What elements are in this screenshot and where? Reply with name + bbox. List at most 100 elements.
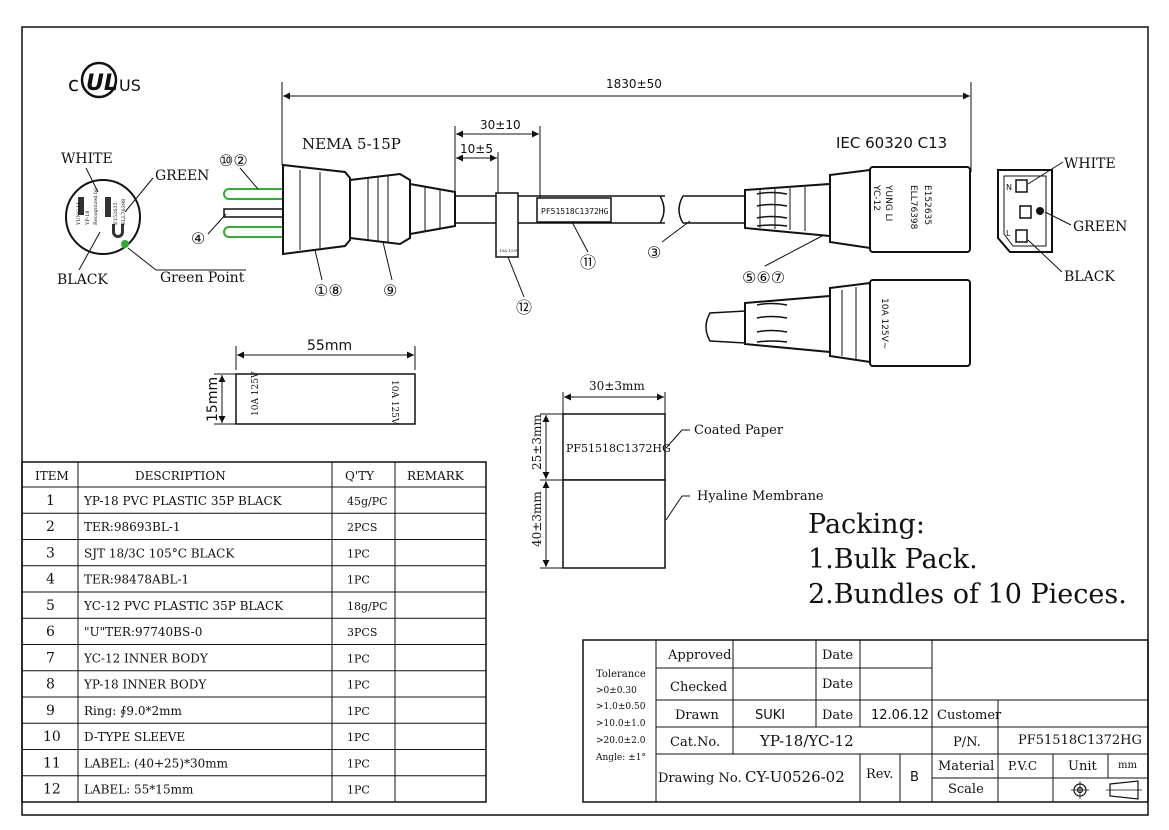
bom-cell-item: 2 bbox=[46, 519, 55, 535]
bom-cell-qty: 1PC bbox=[347, 731, 370, 744]
bom-cell-qty: 1PC bbox=[347, 705, 370, 718]
svg-text:E152635: E152635 bbox=[113, 202, 119, 225]
bom-cell-qty: 1PC bbox=[347, 784, 370, 797]
bom-cell-item: 7 bbox=[46, 650, 55, 666]
callout-11: ⑪ bbox=[580, 253, 596, 272]
label-55-height: 15mm bbox=[205, 377, 221, 422]
bom-cell-description: TER:98693BL-1 bbox=[84, 520, 181, 534]
svg-text:YUNG LI: YUNG LI bbox=[883, 184, 893, 221]
label-30-pn-text: PF51518C1372HG bbox=[566, 442, 671, 455]
checked-label: Checked bbox=[670, 680, 727, 695]
bom-header-item: ITEM bbox=[35, 469, 69, 483]
svg-text:E152635: E152635 bbox=[922, 185, 932, 225]
unit-value: mm bbox=[1118, 760, 1137, 771]
label-30-width: 30±3mm bbox=[589, 379, 645, 393]
svg-text:ELL76398: ELL76398 bbox=[121, 199, 127, 225]
bom-cell-item: 5 bbox=[46, 598, 55, 614]
connector-rating-text: 10A 125V~ bbox=[879, 298, 889, 349]
bom-cell-description: D-TYPE SLEEVE bbox=[84, 730, 185, 744]
tolerance-title: Tolerance bbox=[596, 669, 646, 680]
packing-item-2: 2.Bundles of 10 Pieces. bbox=[808, 579, 1127, 610]
callout-4: ④ bbox=[191, 229, 205, 248]
dimension-lines: 1830±50 30±10 10±5 bbox=[281, 77, 972, 198]
bom-cell-description: YC-12 PVC PLASTIC 35P BLACK bbox=[83, 599, 284, 613]
bom-cell-qty: 1PC bbox=[347, 679, 370, 692]
bom-cell-item: 9 bbox=[46, 703, 55, 719]
plug-callouts: ⑩② ④ ①⑧ ⑨ ⑪ ⑫ ③ ⑤⑥⑦ bbox=[191, 151, 823, 317]
svg-text:N: N bbox=[1006, 183, 1012, 192]
connector-green-label: GREEN bbox=[1073, 219, 1127, 235]
drawn-date-value: 12.06.12 bbox=[871, 708, 929, 723]
bom-cell-item: 10 bbox=[43, 729, 61, 745]
unit-label: Unit bbox=[1068, 759, 1097, 774]
connector-white-label: WHITE bbox=[1064, 156, 1116, 172]
svg-text:Recognized by: Recognized by bbox=[93, 188, 99, 225]
drawing-no-label: Drawing No. bbox=[658, 771, 742, 786]
scale-label: Scale bbox=[948, 782, 984, 797]
bom-cell-qty: 1PC bbox=[347, 652, 370, 665]
drawn-by-value: SUKI bbox=[755, 708, 785, 723]
bom-cell-qty: 1PC bbox=[347, 757, 370, 770]
ul-certification-logo: c UL US bbox=[68, 61, 141, 99]
bom-cell-description: Ring: ∮9.0*2mm bbox=[84, 704, 182, 718]
material-value: P.V.C bbox=[1008, 759, 1037, 773]
bom-cell-item: 6 bbox=[46, 624, 55, 640]
bom-cell-description: YP-18 INNER BODY bbox=[83, 678, 207, 692]
plug-ground-pin bbox=[112, 224, 124, 238]
bom-cell-description: SJT 18/3C 105°C BLACK bbox=[84, 546, 235, 560]
connector-black-label: BLACK bbox=[1064, 269, 1115, 285]
svg-text:YUNG LI: YUNG LI bbox=[76, 202, 82, 226]
svg-text:10A 125V: 10A 125V bbox=[499, 248, 519, 253]
packing-item-1: 1.Bulk Pack. bbox=[808, 544, 978, 575]
svg-text:L: L bbox=[1006, 229, 1011, 238]
cat-no-value: YP-18/YC-12 bbox=[759, 732, 854, 750]
bom-cell-item: 3 bbox=[46, 545, 55, 561]
svg-text:>1.0±0.50: >1.0±0.50 bbox=[596, 702, 646, 712]
projection-symbol-icon bbox=[1071, 780, 1142, 800]
bom-cell-item: 12 bbox=[43, 782, 61, 798]
svg-text:Date: Date bbox=[822, 677, 853, 692]
label-30-height-top: 25±3mm bbox=[530, 414, 544, 470]
plug-face-view: YUNG LI YP-18 Recognized by E152635 ELL7… bbox=[57, 151, 246, 288]
bom-cell-description: LABEL: (40+25)*30mm bbox=[84, 756, 229, 770]
bom-cell-description: YC-12 INNER BODY bbox=[83, 651, 209, 665]
packing-notes: Packing: 1.Bulk Pack. 2.Bundles of 10 Pi… bbox=[808, 509, 1127, 610]
svg-text:Date: Date bbox=[822, 648, 853, 663]
cable-pn-label-text: PF51518C1372HG bbox=[541, 207, 609, 216]
plug-blade-black bbox=[105, 197, 111, 217]
bom-cell-description: YP-18 PVC PLASTIC 35P BLACK bbox=[83, 494, 283, 508]
green-point-dot bbox=[121, 240, 129, 248]
svg-text:Date: Date bbox=[822, 708, 853, 723]
bom-cell-qty: 1PC bbox=[347, 574, 370, 587]
green-point-label: Green Point bbox=[160, 270, 245, 286]
hyaline-membrane-note: Hyaline Membrane bbox=[697, 489, 824, 504]
svg-text:10A 125V: 10A 125V bbox=[251, 371, 261, 416]
callout-9: ⑨ bbox=[383, 281, 397, 300]
bom-cell-qty: 3PCS bbox=[347, 626, 377, 639]
bom-cell-item: 1 bbox=[46, 493, 55, 509]
label-30-height-bottom: 40±3mm bbox=[530, 491, 544, 547]
plug-blade-white bbox=[78, 197, 84, 215]
label-55-width: 55mm bbox=[307, 338, 352, 354]
bom-cell-description: "U"TER:97740BS-0 bbox=[84, 625, 202, 639]
title-block: Tolerance >0±0.30 >1.0±0.50 >10.0±1.0 >2… bbox=[582, 639, 1149, 803]
bom-cell-description: LABEL: 55*15mm bbox=[84, 783, 194, 797]
dim-label-gap: 10±5 bbox=[460, 142, 493, 156]
pn-label: P/N. bbox=[953, 735, 981, 750]
connector-type-title: IEC 60320 C13 bbox=[836, 134, 947, 152]
plug-black-label: BLACK bbox=[57, 272, 108, 288]
coated-paper-note: Coated Paper bbox=[694, 423, 784, 438]
sheet-border bbox=[21, 26, 1149, 816]
svg-text:YC-12: YC-12 bbox=[871, 184, 881, 211]
customer-label: Customer bbox=[937, 708, 1002, 723]
bom-cell-item: 11 bbox=[43, 755, 61, 771]
plug-side-view: NEMA 5-15P 10A 125V PF51518C1372HG bbox=[223, 135, 745, 258]
drawn-label: Drawn bbox=[675, 708, 720, 723]
dim-overall-length: 1830±50 bbox=[606, 77, 662, 91]
label-55x15-drawing: 55mm 15mm 10A 125V 10A 125V bbox=[205, 338, 416, 425]
svg-text:YP-18: YP-18 bbox=[85, 211, 91, 226]
bom-cell-qty: 45g/PC bbox=[347, 495, 388, 508]
bom-rows: 1 YP-18 PVC PLASTIC 35P BLACK 45g/PC 2 TER:9… bbox=[22, 486, 486, 803]
approved-label: Approved bbox=[667, 648, 731, 663]
drawing-no-value: CY-U0526-02 bbox=[745, 768, 845, 786]
